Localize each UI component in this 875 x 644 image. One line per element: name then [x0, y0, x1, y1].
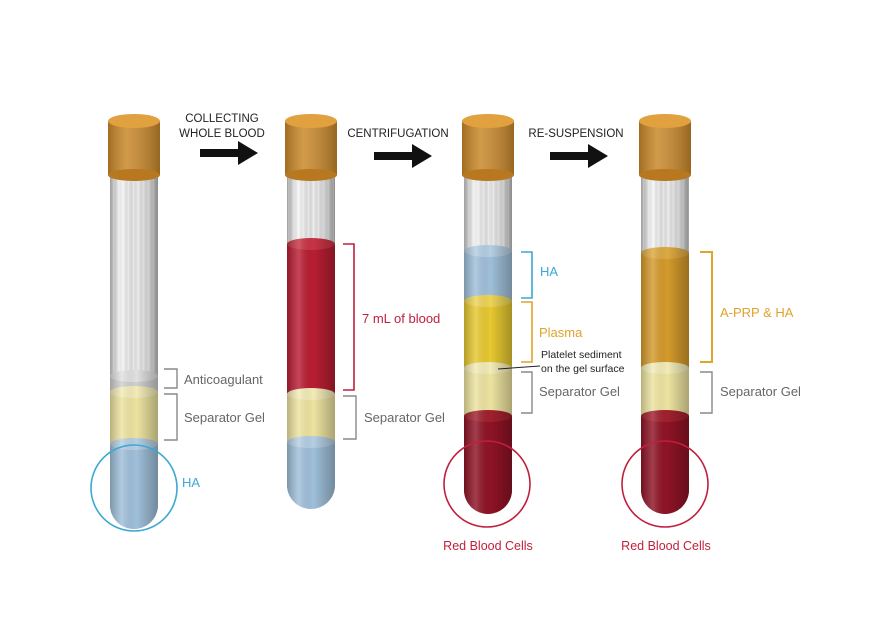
plasma-bracket — [521, 301, 533, 363]
arrow-icon — [550, 144, 608, 168]
blood-bracket — [343, 243, 355, 391]
tube3-rbc-label: Red Blood Cells — [443, 539, 533, 553]
step2-label: CENTRIFUGATION — [347, 128, 448, 140]
tube-4: A-PRP & HA Separator Gel Red Blood Cells — [621, 114, 801, 553]
tube3-ha-label: HA — [540, 264, 558, 279]
tube1-ha-label: HA — [182, 475, 200, 490]
step3-label: RE-SUSPENSION — [528, 128, 623, 140]
tube4-rbc-highlight-circle — [621, 440, 709, 528]
anticoagulant-label: Anticoagulant — [184, 372, 263, 387]
aprp-bracket — [700, 251, 713, 363]
step-collecting: COLLECTING WHOLE BLOOD — [179, 113, 265, 165]
tube2-cap — [285, 114, 337, 181]
arrow-icon — [374, 144, 432, 168]
tube-3: HA Plasma Platelet sediment on the gel s… — [443, 114, 625, 553]
tube3-separator-gel-label: Separator Gel — [539, 384, 620, 399]
tube1-separator-gel-label: Separator Gel — [184, 410, 265, 425]
plasma-label: Plasma — [539, 325, 583, 340]
tube4-separator-gel-label: Separator Gel — [720, 384, 801, 399]
platelet-label-line2: on the gel surface — [541, 363, 625, 375]
arrow-icon — [200, 141, 258, 165]
blood-volume-label: 7 mL of blood — [362, 311, 440, 326]
tube-2: 7 mL of blood Separator Gel — [285, 114, 445, 509]
tube3-gel-bracket — [521, 371, 533, 414]
tube4-gel-bracket — [700, 371, 713, 414]
tube1-gel-bracket — [164, 393, 178, 441]
tube4-rbc-label: Red Blood Cells — [621, 539, 711, 553]
tube3-ha-bracket — [521, 251, 533, 299]
tube1-ha-highlight-circle — [90, 444, 178, 532]
platelet-pointer-line — [497, 365, 541, 370]
step1-label-line1: COLLECTING — [185, 113, 259, 125]
step1-label-line2: WHOLE BLOOD — [179, 128, 265, 140]
tube1-cap — [108, 114, 160, 181]
aprp-label: A-PRP & HA — [720, 305, 794, 320]
step-resuspension: RE-SUSPENSION — [528, 128, 624, 168]
platelet-label-line1: Platelet sediment — [541, 349, 622, 361]
tube2-gel-bracket — [343, 395, 357, 440]
tube-1: Anticoagulant Separator Gel HA — [90, 114, 265, 532]
tube4-cap — [639, 114, 691, 181]
tube3-rbc-highlight-circle — [443, 440, 531, 528]
tube3-cap — [462, 114, 514, 181]
step-centrifugation: CENTRIFUGATION — [347, 128, 449, 168]
anticoagulant-bracket — [164, 368, 178, 389]
tube2-separator-gel-label: Separator Gel — [364, 410, 445, 425]
